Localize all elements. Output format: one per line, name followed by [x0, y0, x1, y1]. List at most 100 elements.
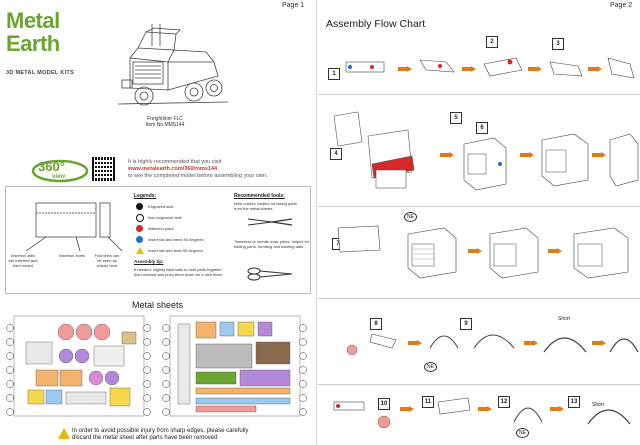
assembly-tip-title: Assembly tip:: [134, 259, 164, 264]
badge-number: 360°: [38, 159, 65, 174]
flow-row-2: 4 5 6: [320, 98, 640, 202]
row-divider: [318, 206, 640, 207]
insert-twist-icon: [136, 247, 144, 254]
non-engraved-side-icon: [136, 214, 144, 222]
warning-icon: [58, 428, 70, 439]
legend-item: Engraved side: [148, 204, 174, 209]
warning-line-1: In order to avoid possible injury from s…: [72, 428, 249, 434]
fender-step: [429, 335, 459, 349]
step-3-part: [549, 61, 583, 77]
model-name: Freightliner FLC: [147, 116, 183, 122]
legend-item: Non-engraved side: [148, 215, 182, 220]
row-divider: [318, 384, 640, 385]
tool-tweezers: Tweezers or needle nose pliers: helpful …: [234, 239, 310, 249]
short-label: Short: [558, 316, 570, 322]
flow-arrow-icon: [478, 406, 492, 412]
step-badge: 5: [450, 112, 462, 124]
brand-logo-earth: Earth: [6, 31, 60, 56]
step-7-part: [337, 225, 381, 253]
ne-label: NE: [424, 362, 437, 372]
page-number: Page 1: [282, 2, 305, 9]
website-link[interactable]: www.metalearth.com/360/mms144: [128, 166, 218, 172]
flow-row-3: 7 NE: [320, 210, 640, 294]
step-11-part: [437, 397, 471, 415]
flow-arrow-icon: [524, 340, 538, 346]
legend-title: Legends:: [134, 193, 157, 199]
cab-grille-final: [573, 227, 629, 279]
insertion-tabs-label: Insertion tabs are inserted and then fol…: [8, 253, 38, 268]
cab-result: [541, 133, 589, 187]
tool-cutters: Wire cutters: helpful for taking parts f…: [234, 201, 297, 211]
legend-item: Insert tab and twist 90 degrees: [148, 248, 203, 253]
flow-arrow-icon: [588, 66, 602, 72]
ne-label: NE: [516, 428, 529, 438]
step-badge: 13: [568, 396, 580, 408]
step-10-detail: [377, 415, 391, 429]
badge-swoosh-icon: [31, 159, 89, 183]
flow-arrow-icon: [408, 340, 422, 346]
step-2-part: [483, 57, 523, 77]
step-badge: 11: [422, 396, 434, 408]
safety-warning: In order to avoid possible injury from s…: [72, 428, 248, 442]
cab-grille-step: [407, 227, 457, 279]
legend-item: Attention point: [148, 226, 174, 231]
view-360-badge[interactable]: 360° view: [30, 156, 90, 184]
step-badge: 6: [476, 122, 488, 134]
flow-arrow-icon: [400, 406, 414, 412]
flow-arrow-icon: [520, 152, 534, 158]
attention-point-icon: [136, 225, 143, 232]
model-item-number: Item No.MMS144: [145, 122, 185, 128]
brand-logo-metal: Metal: [6, 8, 60, 33]
instruction-page-2: Page 2 Assembly Flow Chart 1 2 3: [318, 0, 640, 445]
fender-final: [609, 338, 639, 353]
page-number: Page 2: [610, 2, 633, 9]
assembly-tip-text: If needed, slightly twist tabs to hold p…: [134, 267, 223, 277]
row-divider: [318, 298, 640, 299]
step-badge: 2: [486, 36, 498, 48]
flow-arrow-icon: [550, 406, 564, 412]
fold-lines-label: Fold lines can be seen as shown here: [94, 253, 120, 268]
insert-bend-icon: [136, 236, 143, 243]
instruction-page-1: Page 1 Metal Earth 3D METAL MODEL KITS F…: [0, 0, 316, 445]
cab-assembly-step: [463, 137, 507, 191]
cab-final: [609, 133, 639, 187]
flow-arrow-icon: [548, 248, 562, 254]
wire-cutters-icon: [247, 218, 293, 226]
flow-row-5: 10 11 12 NE 13 Short: [320, 388, 640, 444]
step-12-part: [513, 407, 543, 423]
flow-arrow-icon: [592, 340, 606, 346]
step-badge: 9: [460, 318, 472, 330]
step-1-part: [345, 61, 385, 73]
step-10-part: [333, 401, 365, 411]
flow-arrow-icon: [592, 152, 606, 158]
warning-line-2: discard the metal sheet after parts have…: [72, 435, 218, 441]
flow-arrow-icon: [462, 66, 476, 72]
metal-sheet-1: [6, 315, 151, 417]
rec-line-3: to see the completed model before assemb…: [128, 173, 268, 179]
model-caption: Freightliner FLC Item No.MMS144: [130, 116, 200, 128]
ne-label: NE: [404, 212, 417, 222]
step-badge: 1: [328, 68, 340, 80]
insertion-holes-label: Insertion holes: [58, 253, 85, 258]
fender-parts: [346, 333, 397, 356]
step-badge: 3: [552, 38, 564, 50]
truck-illustration: [117, 24, 229, 106]
step-1-result: [419, 59, 455, 73]
step-3-result: [607, 57, 635, 79]
flow-row-4: 8 NE 9 Short: [320, 302, 640, 382]
legend-item: Insert tab and bend 90 degrees: [148, 237, 204, 242]
flow-arrow-icon: [398, 66, 412, 72]
qr-code[interactable]: [92, 157, 116, 181]
row-divider: [318, 94, 640, 95]
tools-title: Recommended tools:: [234, 193, 285, 199]
step-badge: 10: [378, 398, 390, 410]
step-badge: 4: [330, 148, 342, 160]
fender-assembly: [543, 337, 587, 353]
rec-line-1: It is highly recommended that you visit: [128, 159, 222, 165]
step-13-part: [587, 409, 631, 425]
step-badge: 8: [370, 318, 382, 330]
flow-arrow-icon: [528, 66, 542, 72]
engraved-side-icon: [136, 203, 143, 210]
metal-sheets-title: Metal sheets: [132, 300, 184, 310]
step-badge: 12: [498, 396, 510, 408]
